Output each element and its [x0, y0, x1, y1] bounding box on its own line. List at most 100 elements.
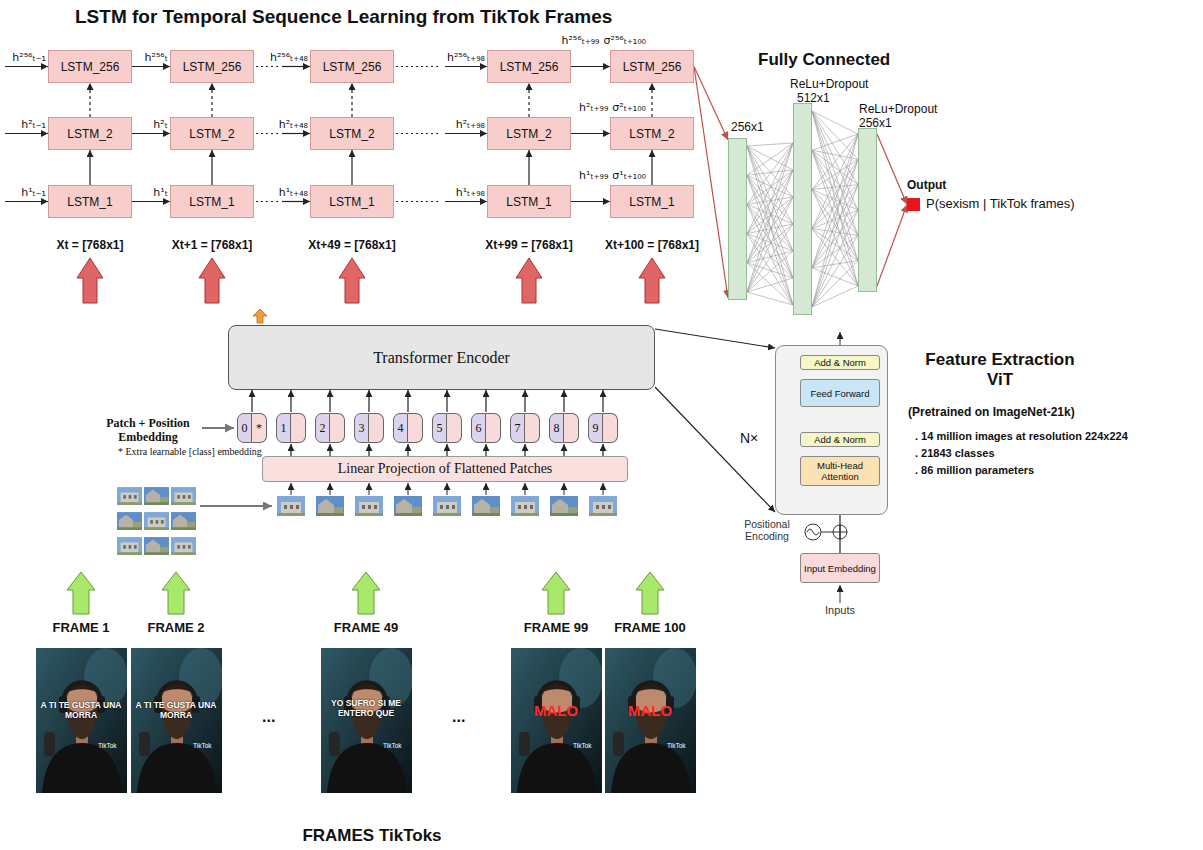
connector	[369, 444, 370, 456]
video-frame	[321, 648, 413, 793]
connector-line	[747, 170, 793, 175]
connector-line	[211, 150, 212, 185]
connector-line	[368, 390, 369, 412]
connector-line	[251, 390, 252, 412]
node-label: Linear Projection of Flattened Patches	[338, 461, 553, 477]
input-arrow	[840, 585, 841, 603]
connector	[652, 150, 653, 185]
lstm-cell: LSTM_1	[48, 185, 132, 218]
node-label: N×	[740, 430, 758, 446]
node-label: Output	[907, 178, 946, 192]
state-label: h²ₜ	[153, 118, 168, 131]
continuation-dots	[256, 67, 440, 202]
subtitle-text: MALO	[610, 702, 690, 719]
connector	[330, 444, 331, 456]
connector	[694, 67, 728, 299]
patch-image	[171, 537, 196, 555]
lstm-cell: LSTM_256	[310, 50, 394, 83]
state-label: σ²ₜ₊₁₀₀	[612, 101, 646, 114]
connector	[291, 390, 292, 412]
token-index: 3	[354, 413, 369, 443]
connector-line	[812, 210, 858, 307]
lstm-cell: LSTM_1	[487, 185, 571, 218]
up-arrow	[162, 572, 190, 614]
connector-line	[812, 229, 858, 236]
output-arrow	[253, 309, 267, 323]
state-label: h²⁵⁶ₜ₋₁	[12, 51, 46, 64]
connector-line	[563, 444, 564, 456]
lstm-cell: LSTM_2	[170, 117, 254, 150]
positional-symbol	[805, 524, 821, 540]
patch-image	[171, 487, 196, 505]
node-label: 256x1	[731, 120, 764, 134]
up-arrow	[339, 258, 365, 303]
connector-line	[89, 150, 90, 185]
connector-line	[812, 235, 858, 307]
connector-line	[812, 111, 858, 159]
connector-line	[812, 134, 858, 307]
connector	[812, 111, 858, 307]
connector-line	[812, 261, 858, 307]
patch-image	[144, 537, 169, 555]
ellipsis: ...	[452, 708, 465, 726]
patch-arrow	[408, 483, 409, 495]
connector	[447, 444, 448, 456]
feed-forward-box: Feed Forward	[800, 379, 880, 407]
connector-line	[694, 67, 728, 299]
patch-image	[117, 512, 142, 530]
subtitle-text: A TI TE GUSTA UNA MORRA	[134, 700, 218, 720]
node-label: LSTM_2	[506, 127, 551, 141]
token-embedding	[564, 413, 579, 443]
node-label: LSTM_2	[629, 127, 674, 141]
attention-box: Multi-Head Attention	[800, 456, 880, 486]
connector-line	[747, 197, 793, 292]
node-label: LSTM_2	[329, 127, 374, 141]
frame-label: FRAME 49	[316, 620, 416, 635]
dense-layer: ReLu+Dropout256x1	[858, 128, 877, 292]
state-label: h²⁵⁶ₜ	[145, 51, 168, 64]
connector	[529, 150, 530, 185]
connector-line	[368, 444, 369, 456]
node-label: LSTM_256	[61, 60, 120, 74]
lstm-cell: LSTM_256	[170, 50, 254, 83]
connector	[447, 390, 448, 412]
connector-line	[132, 133, 170, 134]
connector-line	[446, 444, 447, 456]
lstm-cell: LSTM_1	[170, 185, 254, 218]
patch-token: 6	[471, 412, 501, 444]
input-vector-label: Xt+49 = [768x1]	[287, 238, 417, 252]
connector	[90, 150, 91, 185]
connector-line	[812, 150, 858, 260]
state-label: h¹ₜ	[153, 186, 168, 199]
node-label: 512x1	[797, 91, 830, 105]
connector	[132, 133, 170, 134]
label-group: h²ₜ₊₉₉σ²ₜ₊₁₀₀	[579, 101, 646, 114]
connector-line	[485, 390, 486, 412]
encoder-block: N×Add & NormFeed ForwardAdd & NormMulti-…	[775, 345, 888, 515]
connector-line	[132, 66, 170, 67]
info-bullet: . 21843 classes	[915, 447, 995, 459]
patch-image	[277, 496, 305, 516]
dense-layer: 256x1	[728, 138, 747, 300]
frame-label: FRAME 100	[600, 620, 700, 635]
node-label: ReLu+Dropout	[790, 77, 868, 91]
connector	[603, 444, 604, 456]
state-label: σ²⁵⁶ₜ₊₁₀₀	[604, 34, 646, 47]
connector-line	[290, 390, 291, 412]
state-arrow	[445, 201, 487, 202]
token-index: 1	[276, 413, 291, 443]
patch-row	[277, 496, 617, 516]
connector-line	[747, 224, 793, 292]
patch-grid	[117, 487, 196, 555]
connector-line	[877, 134, 907, 205]
state-arrow	[282, 201, 310, 202]
connector-line	[571, 201, 610, 202]
connector	[655, 329, 775, 348]
connector-line	[812, 159, 858, 189]
connector-line	[446, 390, 447, 412]
token-label: 8	[554, 421, 560, 436]
connector	[132, 66, 170, 67]
patch-arrow	[564, 483, 565, 495]
node-label: 256x1	[859, 116, 892, 130]
section-title: FRAMES TikToks	[272, 826, 472, 846]
